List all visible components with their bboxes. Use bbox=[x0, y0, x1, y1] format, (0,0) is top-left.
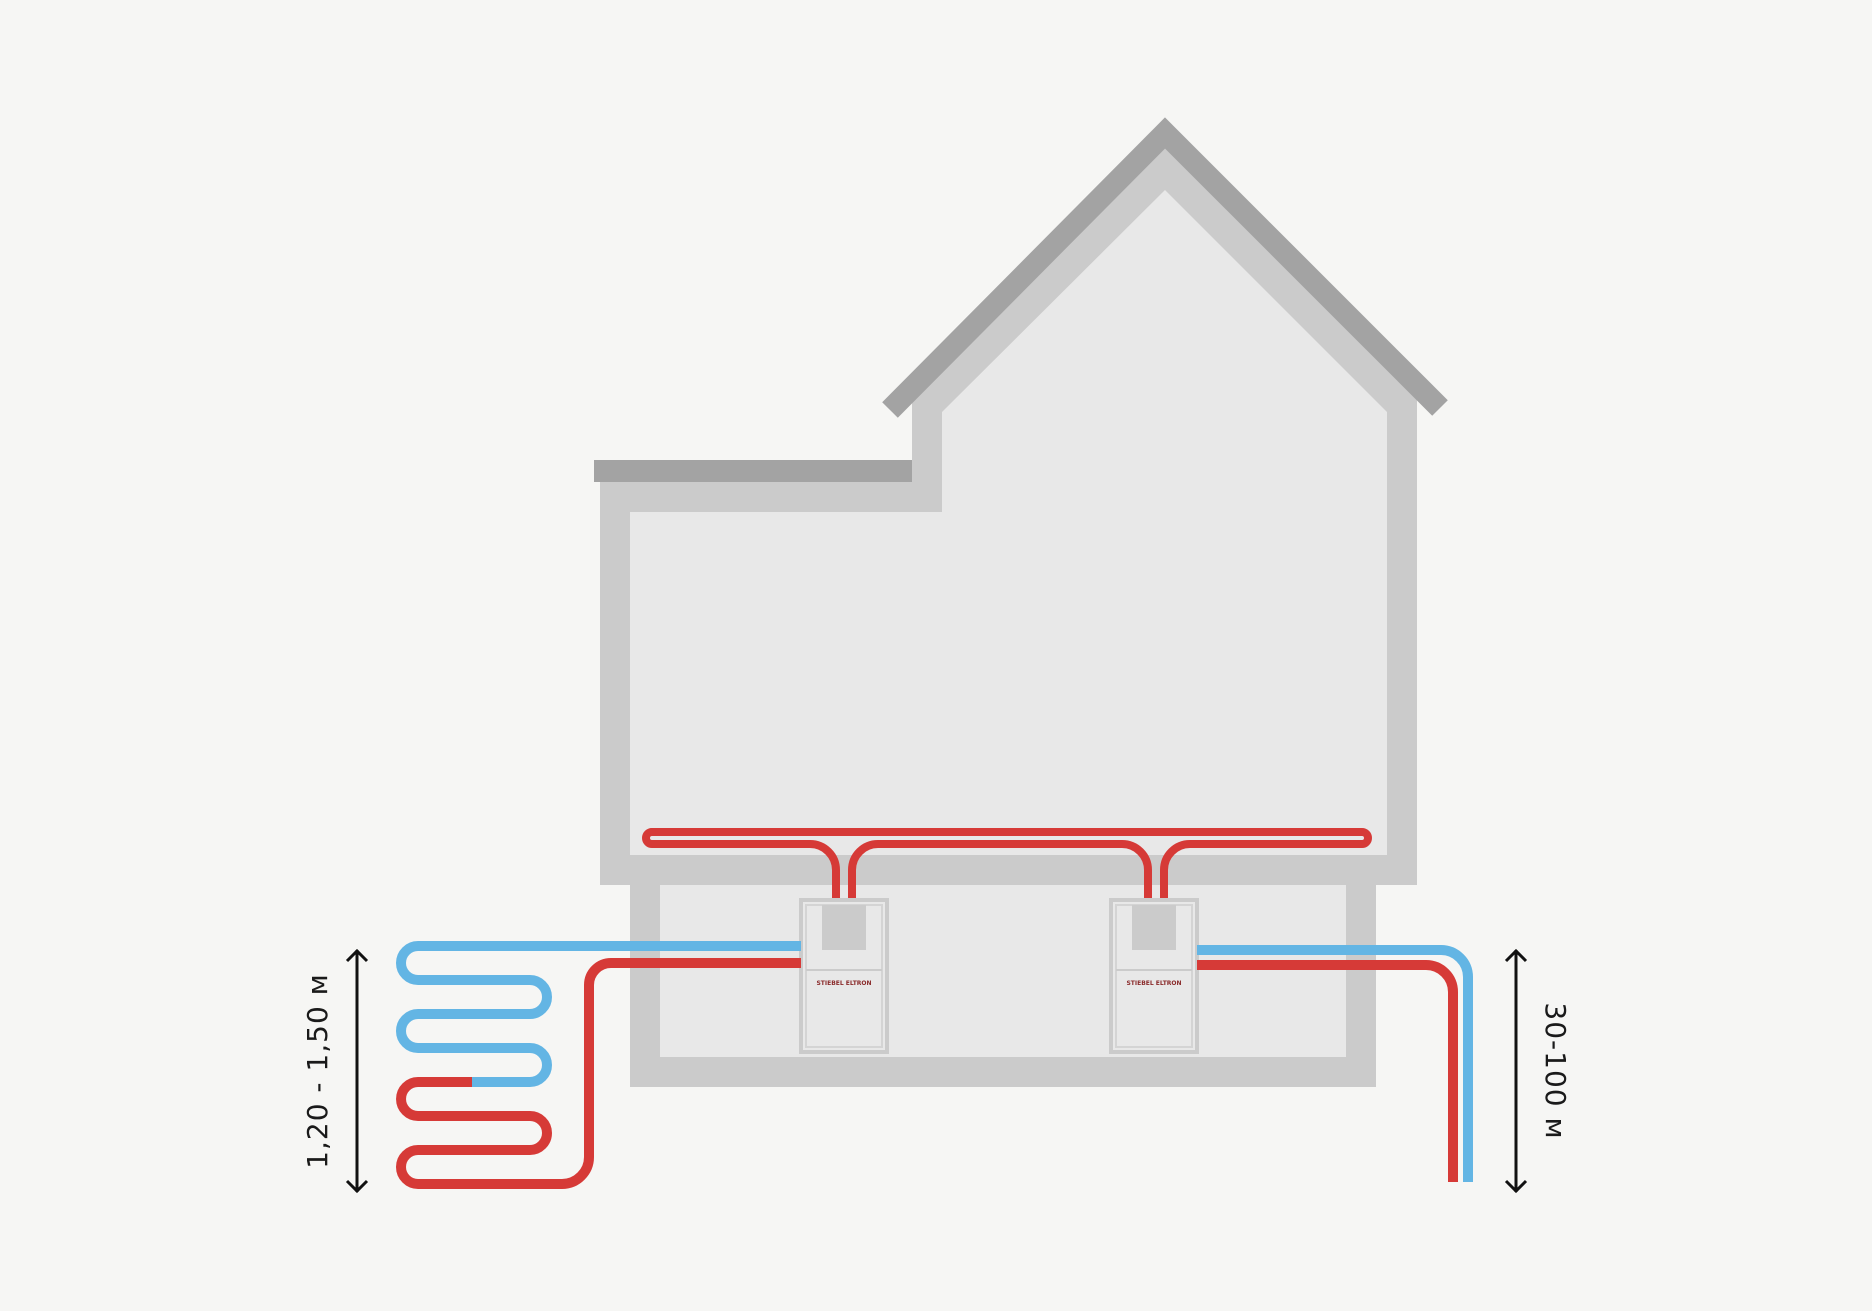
probe-cold-pipe bbox=[1197, 945, 1473, 1182]
floor-heating-pipe-upper bbox=[642, 828, 840, 904]
dimension-arrow-right bbox=[1504, 948, 1528, 1194]
floor-heating-pipe-middle bbox=[848, 840, 1152, 904]
probe-hot-pipe bbox=[1197, 960, 1458, 1182]
basement-interior bbox=[660, 885, 1346, 1057]
dimension-arrow-left bbox=[345, 948, 369, 1194]
unit-brand-label-left: STIEBEL ELTRON bbox=[816, 980, 871, 987]
unit-brand-label-right: STIEBEL ELTRON bbox=[1126, 980, 1181, 987]
dimension-label-right: 30-100 м bbox=[1539, 1002, 1572, 1139]
floor-heating-loop bbox=[642, 828, 1372, 904]
dimension-label-left: 1,20 - 1,50 м bbox=[301, 973, 334, 1169]
heat-pump-unit-right: STIEBEL ELTRON bbox=[1109, 898, 1199, 1054]
gable-roof bbox=[882, 117, 1448, 418]
floor-heating-pipe-outer bbox=[648, 828, 1372, 904]
house bbox=[594, 117, 1448, 1087]
collector-hot-pipe bbox=[396, 958, 801, 1189]
collector-cold-pipe bbox=[396, 941, 801, 1087]
geothermal-probe bbox=[1197, 945, 1473, 1182]
ground-collector bbox=[396, 941, 801, 1189]
house-interior bbox=[630, 190, 1387, 855]
annex-roof bbox=[594, 460, 912, 482]
heat-pump-unit-left: STIEBEL ELTRON bbox=[799, 898, 889, 1054]
